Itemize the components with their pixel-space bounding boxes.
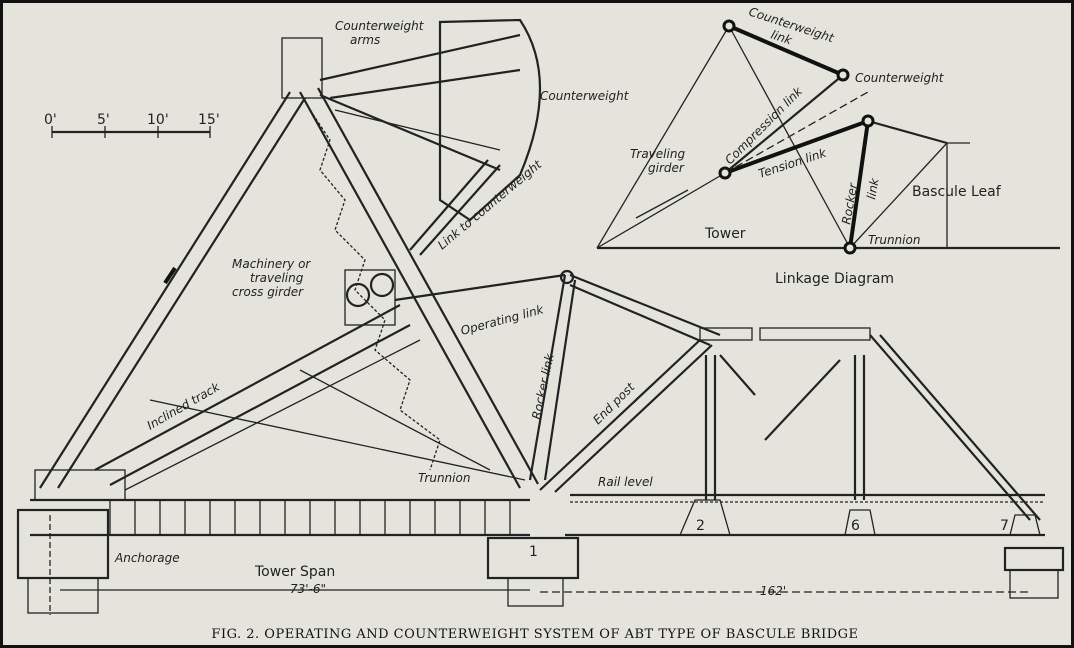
label-rocker-link: Rocker link: [529, 352, 557, 421]
main-drawing: 0' 5' 10' 15': [16, 18, 1065, 615]
label-rocker-link: link: [864, 176, 882, 200]
label-panel-6: 6: [851, 518, 860, 534]
label-anchorage: Anchorage: [114, 551, 180, 565]
label-compression-link: Compression link: [722, 84, 806, 168]
deck: [30, 493, 1045, 537]
scale-tick: 5': [97, 112, 110, 128]
label-counterweight: Counterweight: [855, 71, 945, 85]
label-counterweight: Counterweight: [540, 89, 630, 103]
label-panel-2: 2: [696, 518, 705, 534]
label-pier-1: 1: [529, 544, 538, 560]
label-operating-link: Operating link: [459, 302, 546, 338]
label-machinery: cross girder: [232, 285, 304, 299]
label-link-to-counterweight: Link to counterweight: [435, 157, 545, 253]
label-traveling-girder: Traveling: [630, 147, 685, 161]
scale-tick: 15': [198, 112, 220, 128]
label-machinery: Machinery or: [232, 257, 311, 271]
label-trunnion: Trunnion: [868, 233, 920, 247]
label-panel-7: 7: [1000, 518, 1009, 534]
linkage-diagram: Counterweight link Counterweight Compres…: [596, 5, 1060, 287]
label-tower-span: Tower Span: [254, 564, 335, 580]
inclined-track: [94, 269, 421, 491]
label-tower: Tower: [704, 226, 746, 242]
label-bascule-leaf: Bascule Leaf: [912, 184, 1002, 200]
label-counterweight-arms: arms: [350, 33, 380, 47]
label-tower-span-length: 73'-6": [290, 582, 326, 596]
label-span-length: 162': [760, 584, 786, 598]
label-counterweight-link: link: [769, 28, 795, 48]
dimension-lines: [60, 589, 1030, 593]
label-tension-link: Tension link: [757, 145, 829, 180]
counterweight-assembly: [319, 18, 541, 256]
label-counterweight-arms: Counterweight: [335, 19, 425, 33]
label-trunnion: Trunnion: [418, 471, 470, 485]
label-machinery: traveling: [250, 271, 304, 285]
linkage-diagram-title: Linkage Diagram: [775, 271, 894, 287]
tower-leg: [39, 37, 323, 489]
scale-bar: 0' 5' 10' 15': [44, 112, 220, 138]
scale-tick: 10': [147, 112, 169, 128]
label-traveling-girder: girder: [648, 161, 685, 175]
tower-front-post: [299, 87, 539, 489]
label-rail-level: Rail level: [598, 475, 653, 489]
scale-tick: 0': [44, 112, 57, 128]
piers: [16, 469, 1065, 615]
figure-caption: FIG. 2. OPERATING AND COUNTERWEIGHT SYST…: [211, 627, 858, 642]
leaf-truss: [149, 269, 1041, 521]
